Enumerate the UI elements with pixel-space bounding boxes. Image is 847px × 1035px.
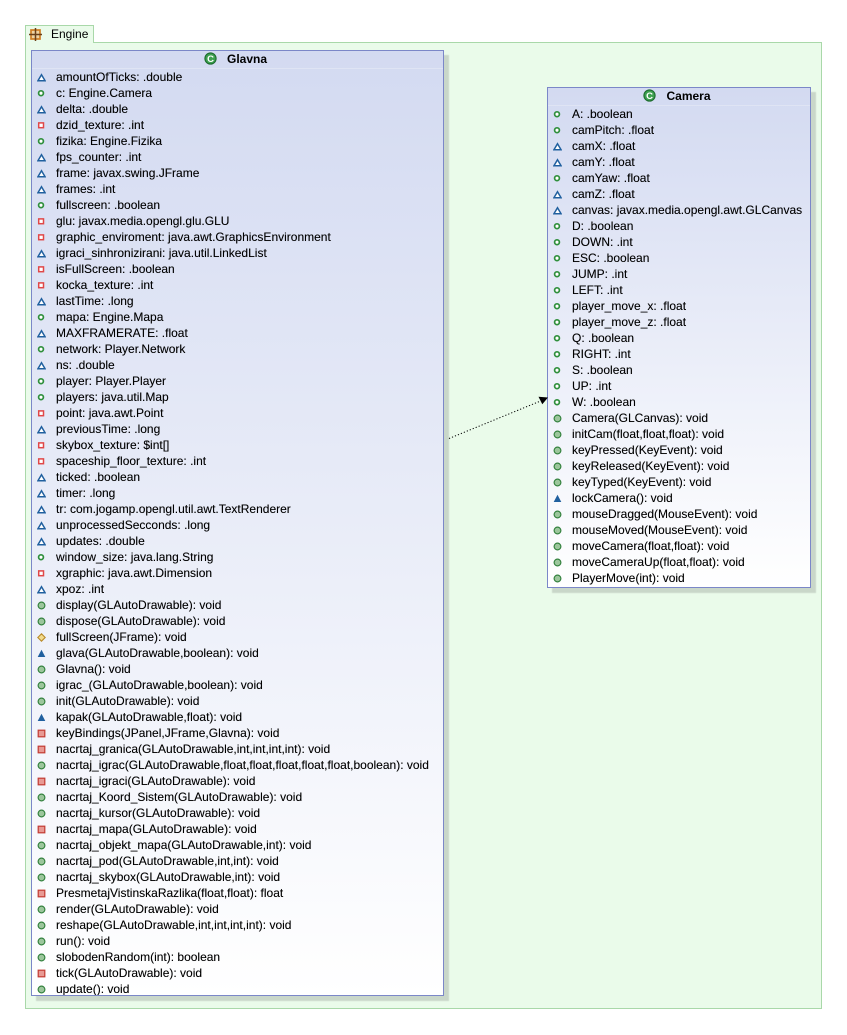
svg-text:C: C <box>207 54 214 65</box>
svg-text:C: C <box>647 91 654 102</box>
